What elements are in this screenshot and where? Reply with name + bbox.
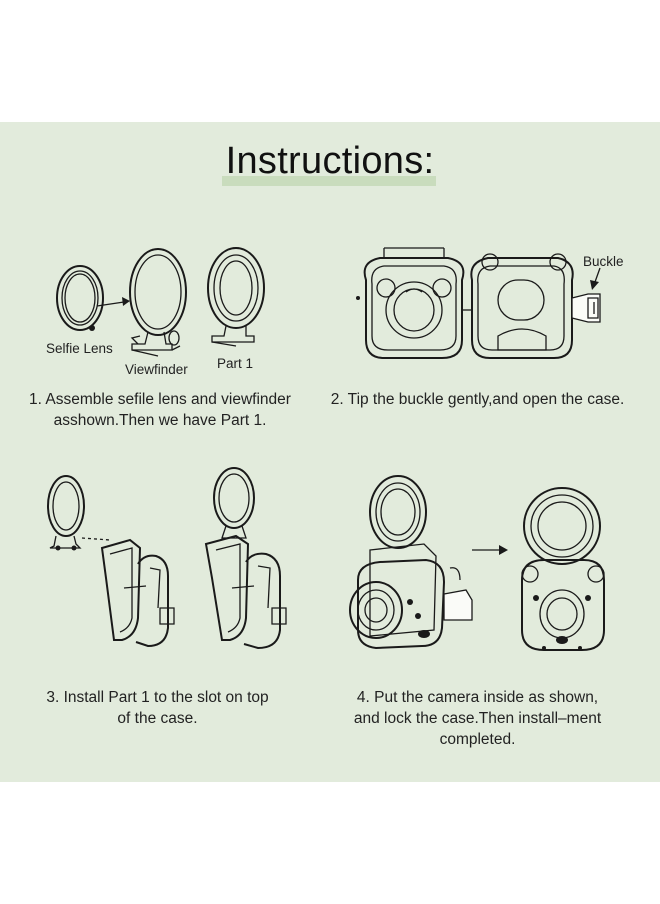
title-highlight — [222, 176, 436, 186]
viewfinder-part — [130, 249, 186, 356]
step3-caption: 3. Install Part 1 to the slot on top of … — [0, 687, 315, 729]
step1-caption-line1: 1. Assemble sefile lens and viewfinder — [29, 391, 291, 408]
selfie-lens-ring — [57, 266, 103, 331]
part1-assembled — [208, 248, 264, 346]
camera-installed-front-view — [522, 488, 604, 650]
step4-caption-line2: and lock the case.Then install–ment — [353, 710, 602, 727]
label-buckle: Buckle — [583, 254, 624, 269]
step1-illustration — [40, 240, 280, 370]
case-right-half — [471, 254, 572, 358]
case-left-half — [356, 248, 463, 358]
step4-caption: 4. Put the camera inside as shown, and l… — [315, 687, 640, 750]
part1-on-case — [214, 468, 254, 538]
label-part1: Part 1 — [217, 356, 254, 371]
step3-caption-line1: 3. Install Part 1 to the slot on top — [46, 689, 269, 706]
case-side-view-left — [102, 540, 174, 646]
step1-caption: 1. Assemble sefile lens and viewfinder a… — [0, 389, 320, 431]
part1-floating — [48, 476, 84, 551]
step4-illustration — [340, 470, 620, 660]
case-side-view-right — [206, 536, 286, 648]
label-viewfinder: Viewfinder — [125, 362, 188, 377]
buckle-part — [572, 294, 600, 322]
camera-side-view — [350, 476, 472, 648]
step1-caption-line2: asshown.Then we have Part 1. — [53, 412, 267, 429]
direction-arrow-icon — [472, 545, 508, 555]
step2-caption: 2. Tip the buckle gently,and open the ca… — [315, 389, 640, 410]
label-selfie-lens: Selfie Lens — [46, 341, 113, 356]
step3-caption-line2: of the case. — [117, 710, 198, 727]
page-title: Instructions: — [225, 140, 435, 182]
step4-caption-line1: 4. Put the camera inside as shown, — [356, 689, 599, 706]
step3-illustration — [40, 468, 315, 653]
buckle-arrow-icon — [590, 268, 600, 290]
step4-caption-line3: completed. — [439, 731, 516, 748]
step2-caption-line1: 2. Tip the buckle gently,and open the ca… — [330, 391, 625, 408]
instructions-panel — [0, 122, 660, 782]
assemble-arrow-icon — [97, 297, 130, 306]
step2-illustration — [356, 240, 620, 365]
